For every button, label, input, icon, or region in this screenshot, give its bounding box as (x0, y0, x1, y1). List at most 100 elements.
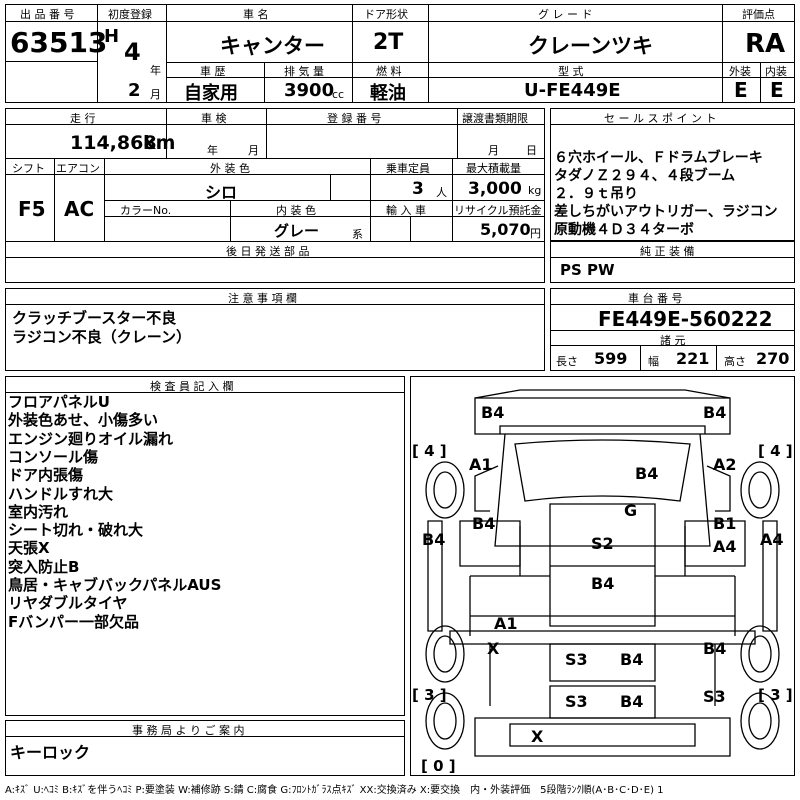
inspector-line: コンソール傷 (8, 447, 99, 466)
month-unit: 月 (150, 88, 161, 101)
ext-label: 外装 (729, 65, 751, 78)
header-table (5, 4, 795, 103)
mileage-label: 走 行 (70, 112, 96, 125)
inspector-line: フロアパネルU (8, 393, 110, 411)
sales-line: 差しちがいアウトリガー、ラジコン (554, 204, 778, 220)
office-message: キーロック (10, 743, 91, 762)
first-reg-label: 初度登録 (108, 8, 152, 21)
sales-line: ６穴ホイール、Ｆドラムブレーキ (554, 150, 763, 166)
sales-line: ２．９ｔ吊り (554, 186, 638, 202)
inspector-line: 室内汚れ (8, 502, 69, 521)
door-type: 2T (373, 30, 404, 55)
fuel-label: 燃 料 (376, 65, 402, 78)
import-label: 輸 入 車 (386, 204, 426, 217)
damage-code: A2 (713, 455, 737, 474)
era: H (104, 26, 120, 47)
damage-code: S3 (703, 687, 726, 706)
model: U-FE449E (524, 80, 621, 101)
max-load-unit: kg (528, 184, 542, 197)
inspector-line: 鳥居・キャブバックパネルAUS (8, 576, 222, 594)
inspector-line: 天張X (8, 539, 50, 558)
year-unit: 年 (150, 64, 161, 77)
inspection-label: 車 検 (201, 112, 227, 125)
inspector-line: エンジン廻りオイル漏れ (8, 429, 174, 448)
mileage-unit: km (143, 132, 176, 154)
details-table (5, 108, 545, 283)
mileage: 114,868 (70, 132, 157, 154)
vehicle-diagram (410, 376, 795, 776)
ac-label: エアコン (56, 162, 100, 175)
office-label: 事 務 局 よ り ご 案 内 (132, 724, 245, 737)
damage-code: X (487, 639, 500, 658)
lot-label: 出 品 番 号 (20, 8, 75, 21)
model-label: 型 式 (558, 65, 584, 78)
damage-code: B1 (713, 514, 737, 533)
note-line: クラッチブースター不良 (12, 309, 177, 327)
grade-label: グ レ ー ド (538, 8, 593, 21)
chassis-box (550, 288, 795, 371)
sales-line: タダノＺ２９４、４段ブーム (554, 168, 736, 184)
max-load-label: 最大積載量 (466, 162, 521, 175)
exterior-color: シロ (205, 183, 238, 202)
damage-code: B4 (472, 514, 496, 533)
height-label: 高さ (724, 355, 746, 368)
equipment: PS PW (560, 261, 615, 279)
damage-code: A1 (469, 455, 493, 474)
interior-color-label: 内 装 色 (276, 204, 316, 217)
inspector-label: 検 査 員 記 入 欄 (150, 380, 234, 393)
recycle-label: リサイクル預託金 (454, 204, 542, 217)
damage-code: B4 (703, 403, 727, 422)
spec-label: 諸 元 (660, 334, 686, 347)
damage-code: B4 (620, 692, 644, 711)
delivery-label: 後 日 発 送 部 品 (226, 245, 310, 258)
color-no-label: カラーNo. (120, 204, 172, 217)
transfer-label: 譲渡書類期限 (462, 112, 528, 125)
inspector-line: 突入防止B (8, 557, 80, 576)
truck-outline (425, 389, 780, 757)
inspector-line: ハンドルすれ大 (8, 484, 114, 503)
tread-depth: [ 4 ] (412, 442, 447, 460)
sales-line: 原動機４Ｄ３４ターボ (554, 222, 694, 238)
door-label: ドア形状 (364, 8, 408, 21)
length-label: 長さ (556, 355, 578, 368)
inspector-box (5, 376, 405, 716)
damage-code: S2 (591, 534, 614, 553)
inspection-month-unit: 月 (248, 144, 259, 157)
damage-code: B4 (620, 650, 644, 669)
int-label: 内装 (765, 65, 787, 78)
fuel: 軽油 (370, 83, 406, 104)
damage-code: A4 (713, 537, 737, 556)
height: 270 (756, 349, 790, 368)
reg-number-label: 登 録 番 号 (327, 112, 382, 125)
inspector-line: 外装色あせ、小傷多い (8, 411, 159, 430)
history-label: 車 歴 (200, 65, 226, 78)
history: 自家用 (184, 83, 238, 104)
lot-number: 63513 (10, 26, 108, 59)
tread-depth: [ 3 ] (412, 686, 447, 704)
reg-year: 4 (124, 38, 141, 66)
length: 599 (594, 349, 628, 368)
damage-code: A1 (494, 614, 518, 633)
inspector-line: シート切れ・破れ大 (8, 521, 144, 540)
sales-points-label: セ ー ル ス ポ イ ン ト (604, 112, 717, 125)
tread-depth: [ 0 ] (421, 757, 456, 775)
damage-code: X (531, 727, 544, 746)
reg-month: 2 (128, 80, 141, 101)
damage-code: S3 (565, 650, 588, 669)
chassis-number: FE449E-560222 (598, 307, 773, 331)
notes-label: 注 意 事 項 欄 (228, 292, 297, 305)
chassis-label: 車 台 番 号 (628, 292, 683, 305)
ext-grade: E (734, 78, 748, 102)
inspection-year-unit: 年 (207, 144, 218, 157)
damage-code: B4 (591, 574, 615, 593)
damage-code: S3 (565, 692, 588, 711)
score: RA (745, 29, 786, 59)
inspector-line: リヤダブルタイヤ (8, 594, 128, 613)
int-grade: E (770, 78, 784, 102)
damage-code: B4 (481, 403, 505, 422)
damage-code: B4 (703, 639, 727, 658)
note-line: ラジコン不良（クレーン） (12, 328, 191, 346)
exterior-color-label: 外 装 色 (210, 162, 250, 175)
interior-color: グレー (274, 222, 320, 240)
office-box (5, 720, 405, 776)
